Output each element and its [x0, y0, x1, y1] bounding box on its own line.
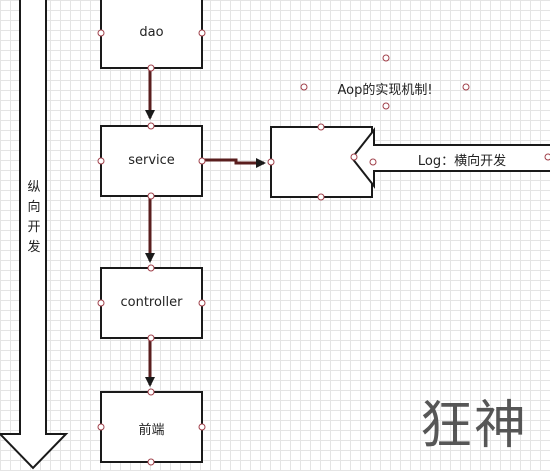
frontend-label: 前端 [138, 423, 165, 438]
handle-controller-bottom[interactable] [147, 334, 155, 342]
service-label: service [128, 153, 175, 168]
connector-service-aop [202, 158, 266, 168]
handle-log-inner[interactable] [369, 158, 377, 166]
handle-controller-top[interactable] [147, 264, 155, 272]
handle-frontend-bottom[interactable] [147, 458, 155, 466]
handle-controller-right[interactable] [198, 299, 206, 307]
handle-aop-top[interactable] [317, 123, 325, 131]
handle-aop-bottom[interactable] [317, 193, 325, 201]
handle-dao-bottom[interactable] [147, 64, 155, 72]
handle-note-top[interactable] [382, 54, 390, 62]
handle-frontend-right[interactable] [198, 423, 206, 431]
vertical-arrow-label: 纵向开发 [27, 180, 41, 255]
handle-aop-left[interactable] [267, 158, 275, 166]
handle-dao-right[interactable] [198, 29, 206, 37]
handle-service-left[interactable] [97, 157, 105, 165]
handle-note-bottom[interactable] [382, 102, 390, 110]
handle-note-right[interactable] [462, 83, 470, 91]
log-arrow-label: Log：横向开发 [417, 154, 507, 169]
handle-log-right[interactable] [544, 153, 550, 161]
handle-log-left[interactable] [350, 153, 358, 161]
aop-note-label: Aop的实现机制! [337, 83, 433, 98]
handle-dao-left[interactable] [97, 29, 105, 37]
handle-controller-left[interactable] [97, 299, 105, 307]
handle-frontend-top[interactable] [147, 388, 155, 396]
handle-frontend-left[interactable] [97, 423, 105, 431]
dao-label: dao [139, 25, 164, 40]
watermark-text: 狂神 [420, 396, 529, 456]
controller-label: controller [120, 295, 183, 310]
handle-note-left[interactable] [300, 83, 308, 91]
handle-service-top[interactable] [147, 122, 155, 130]
vertical-development-arrow[interactable] [0, 0, 69, 470]
log-horizontal-arrow[interactable] [350, 127, 550, 189]
handle-service-bottom[interactable] [147, 192, 155, 200]
handle-service-right[interactable] [198, 157, 206, 165]
